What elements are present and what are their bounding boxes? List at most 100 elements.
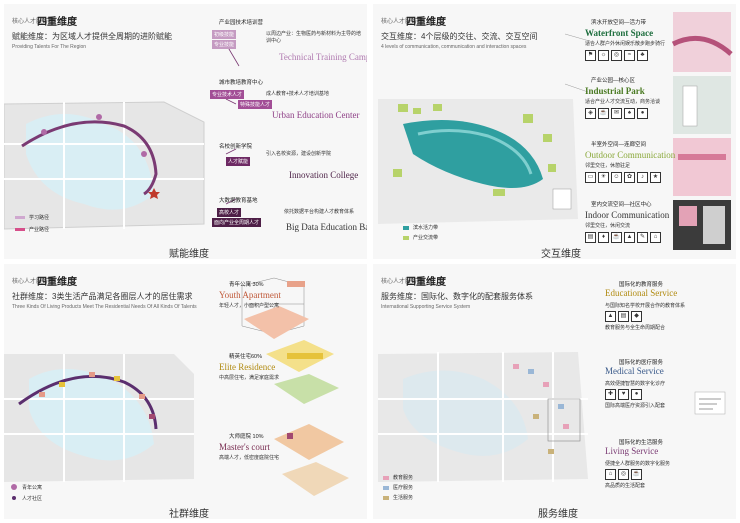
item-title-zh: 青年公寓 30% [229, 282, 264, 288]
pill-icon: ● [631, 389, 642, 400]
item-tag: 专业技能 [212, 40, 237, 49]
item-note: 便捷全人群服务的数字化服务 [605, 461, 671, 467]
chat-icon: ✉ [611, 108, 622, 119]
item-note: 适合产业人才交流互动，商务洽谈 [585, 99, 661, 105]
item-title-en: Elite Residence [219, 362, 276, 372]
icon-row: ▤♦☕▲✎⌂ [585, 232, 661, 243]
panel-service: 核心人才服务 四重维度 服务维度：国际化、数字化的配套服务体系 Internat… [373, 264, 736, 519]
legend-item: 学习路径 [29, 215, 50, 221]
item-note: 邻里交往，休闲交流 [585, 223, 631, 229]
item-title-en: Urban Education Center [272, 110, 360, 120]
item-title-zh: 室内交流空间—社区中心 [591, 202, 652, 208]
item-tag: 面向产业全周期人才 [212, 218, 262, 227]
item-title-en: Medical Service [605, 366, 664, 376]
panel-subtitle-en: International Supporting Service System [381, 304, 471, 310]
coffee-icon: ☕ [598, 108, 609, 119]
item-title-en: Industrial Park [585, 86, 645, 96]
icon-row: ▭☀☺✿♪★ [585, 172, 661, 183]
plant-icon: ✿ [624, 172, 635, 183]
sport-icon: ● [637, 108, 648, 119]
walk-icon: ⚑ [585, 50, 596, 61]
game-icon: ♦ [598, 232, 609, 243]
item-tag: 专业技术人才 [210, 90, 245, 99]
panel-interaction: 核心人才服务 四重维度 交互维度：4个层级的交往、交流、交互空间 4 level… [373, 4, 736, 259]
panel-header-small: 核心人才服务 [381, 279, 418, 285]
item-title-en: Master's court [219, 442, 270, 452]
legend-item: 产业交流带 [413, 235, 439, 241]
icon-row: ▲▤◆ [605, 311, 642, 322]
book-icon: ▤ [585, 232, 596, 243]
item-title-en: Innovation College [289, 170, 359, 180]
icon-row: ⚑☼◎≈♣ [585, 50, 648, 61]
item-title-zh: 名校创新学院 [219, 144, 253, 150]
legend-item: 教育服务 [393, 475, 414, 481]
panel-subtitle-zh: 服务维度：国际化、数字化的配套服务体系 [381, 292, 533, 301]
shop-icon: ⌂ [605, 469, 616, 480]
item-tag: 人才赋能 [226, 157, 251, 166]
item-tag: 初级技能 [212, 30, 237, 39]
item-note: 高端人才，低密度庭院住宅 [219, 455, 280, 461]
panel-subtitle-zh: 赋能维度：为区域人才提供全周期的进阶赋能 [12, 32, 172, 41]
panel-header-title: 四重维度 [406, 277, 446, 288]
item-note: 成人教育+技术人才培训基地 [266, 91, 329, 97]
bar-youth [287, 281, 305, 287]
cart-icon: ◎ [618, 469, 629, 480]
bench-icon: ▭ [585, 172, 596, 183]
legend-item: 滨水活力带 [413, 225, 439, 231]
legend-item: 青年公寓 [22, 485, 43, 491]
panel-header-small: 核心人才服务 [381, 19, 418, 25]
star-icon: ★ [650, 172, 661, 183]
item-note: 适合人群户外休闲娱乐散步跑步骑行 [585, 41, 666, 47]
item-note: 教育服务与全生命周期配合 [605, 325, 666, 331]
legend-item: 产业路径 [29, 227, 50, 233]
hospital-icon: ✚ [605, 389, 616, 400]
item-note: 依托数据平台构建人才教育体系 [284, 209, 355, 215]
legend-item: 人才社区 [22, 496, 43, 502]
panel-subtitle-zh: 社群维度：3类生活产品满足各圈层人才的居住需求 [12, 292, 193, 301]
school-icon: ▲ [605, 311, 616, 322]
panel-header-title: 四重维度 [37, 17, 77, 28]
item-title-zh: 产业园技术培训营 [219, 20, 264, 26]
item-note: 中高层住宅，满足家庭需求 [219, 375, 280, 381]
panel-subtitle-en: Providing Talents For The Region [12, 44, 87, 50]
item-note: 以周边产业：生物医药与新材料为主导的培训中心 [266, 31, 362, 44]
run-icon: ☼ [598, 50, 609, 61]
icon-row: ◈☕✉♠● [585, 108, 648, 119]
item-title-zh: 城市教培教育中心 [219, 80, 264, 86]
panel-header-small: 核心人才服务 [12, 19, 49, 25]
panel-caption: 交互维度 [541, 249, 581, 259]
empowerment-map [4, 43, 240, 231]
panel-header-small: 核心人才服务 [12, 279, 49, 285]
item-title-zh: 半室外空间—连廊空间 [591, 142, 647, 148]
heart-icon: ♥ [618, 389, 629, 400]
item-tag: 特殊技能人才 [238, 100, 273, 109]
icon-row: ⌂◎☕ [605, 469, 642, 480]
park-icon: ♠ [624, 108, 635, 119]
bar-master [287, 433, 293, 439]
meeting-icon: ◈ [585, 108, 596, 119]
item-note: 引入名校资源，建设创新学院 [266, 151, 332, 157]
item-title-en: Living Service [605, 446, 659, 456]
item-note: 高品质的生活配套 [605, 483, 646, 489]
panel-caption: 社群维度 [169, 509, 209, 519]
bar-elite [287, 353, 323, 359]
music-icon: ♪ [637, 172, 648, 183]
item-title-zh: 国际化的教育服务 [619, 282, 664, 288]
panel-community: 核心人才服务 四重维度 社群维度：3类生活产品满足各圈层人才的居住需求 Thre… [4, 264, 367, 519]
item-note: 年轻人才，小面积户型公寓 [219, 303, 280, 309]
item-title-en: Waterfront Space [585, 28, 654, 38]
graduation-icon: ◆ [631, 311, 642, 322]
panel-subtitle-en: Three Kinds Of Living Products Meet The … [12, 304, 197, 310]
item-title-en: Big Data Education Base [286, 222, 367, 232]
panel-header-title: 四重维度 [406, 17, 446, 28]
bike-icon: ◎ [611, 50, 622, 61]
art-icon: ✎ [637, 232, 648, 243]
legend-item: 医疗服务 [393, 485, 414, 491]
icon-row: ✚♥● [605, 389, 642, 400]
tea-icon: ☕ [611, 232, 622, 243]
item-title-en: Youth Apartment [219, 290, 281, 300]
gym-icon: ▲ [624, 232, 635, 243]
item-title-en: Indoor Communication [585, 210, 670, 220]
service-map [378, 352, 726, 500]
book-icon: ▤ [618, 311, 629, 322]
